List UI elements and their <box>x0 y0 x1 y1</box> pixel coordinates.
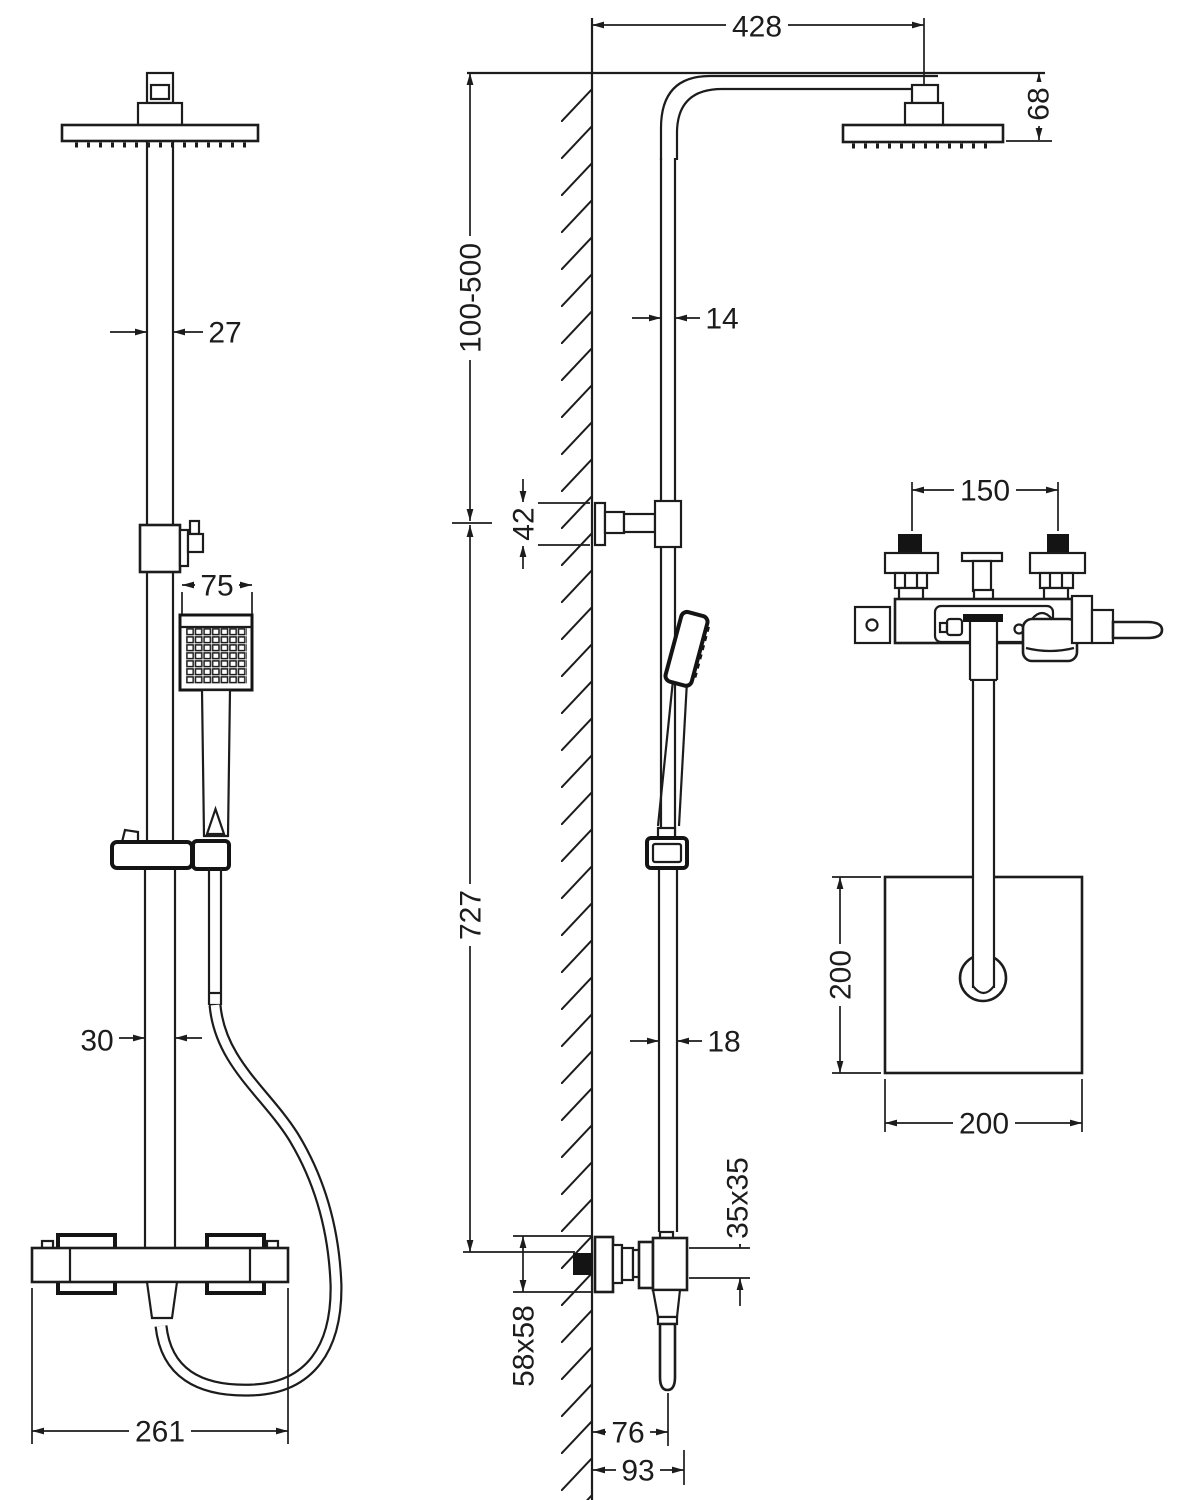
side-overhead-shower <box>841 83 1005 149</box>
side-valve-body <box>651 1236 689 1292</box>
dim-body-section: 35x35 <box>722 1157 755 1239</box>
dim-tube-upper-depth: 14 <box>705 303 738 336</box>
side-valve-inlet <box>573 1253 593 1275</box>
front-shower-hose <box>154 868 343 1397</box>
front-handset-spray-face <box>186 628 247 684</box>
dim-pipe-lower-width: 30 <box>80 1025 113 1058</box>
dim-adjust-range: 100-500 <box>455 243 488 353</box>
dim-tube-lower-depth: 18 <box>707 1026 740 1059</box>
dim-pipe-upper-width: 27 <box>208 317 241 350</box>
dim-valve-width: 261 <box>135 1416 185 1449</box>
dim-head-drop: 68 <box>1023 87 1056 120</box>
detail-right-inlet <box>1028 534 1087 601</box>
side-valve <box>573 1230 689 1392</box>
dim-bracket-height: 42 <box>508 507 541 540</box>
detail-pipe-end <box>972 985 995 995</box>
wall-hatching <box>561 85 593 1500</box>
detail-valve-body <box>853 594 1164 663</box>
detail-spout <box>1111 620 1164 640</box>
dim-rail-length: 727 <box>455 890 488 940</box>
dim-wall-plate-size: 58x58 <box>508 1305 541 1387</box>
front-view: 27 75 30 261 <box>30 71 343 1449</box>
front-handset-handle <box>200 688 232 838</box>
dim-hose-offset: 76 <box>611 1417 644 1450</box>
side-hand-shower <box>645 609 710 870</box>
front-valve-outlet <box>145 1280 179 1320</box>
dim-head-height: 200 <box>825 950 858 1000</box>
side-riser <box>657 74 938 1232</box>
side-dimensions: 428 68 100-500 14 42 727 <box>452 11 1056 1488</box>
dim-valve-depth: 93 <box>621 1455 654 1488</box>
detail-left-inlet <box>883 534 940 601</box>
side-valve-wall-plate <box>593 1235 615 1294</box>
side-valve-handle <box>658 1322 677 1392</box>
dim-inlet-centres: 150 <box>960 475 1010 508</box>
front-slider-holder <box>110 828 231 871</box>
front-dimensions: 27 75 30 261 <box>31 317 289 1449</box>
detail-screw-hole <box>865 618 879 632</box>
detail-diverter <box>1021 617 1079 663</box>
side-view: 428 68 100-500 14 42 727 <box>452 11 1056 1500</box>
front-overhead-shower <box>60 71 260 148</box>
dim-handset-width: 75 <box>200 570 233 603</box>
front-valve <box>30 1233 290 1320</box>
valve-detail-view: 150 200 200 <box>825 475 1164 1141</box>
side-wall-bracket <box>593 499 683 549</box>
front-hand-shower <box>178 613 254 838</box>
side-slider-holder <box>645 836 689 870</box>
front-adjust-bracket <box>138 519 205 574</box>
dim-arm-reach: 428 <box>732 11 782 44</box>
dim-head-width: 200 <box>959 1108 1009 1141</box>
head-detail-view <box>883 622 1084 1075</box>
detail-dimensions: 150 200 200 <box>825 475 1083 1141</box>
